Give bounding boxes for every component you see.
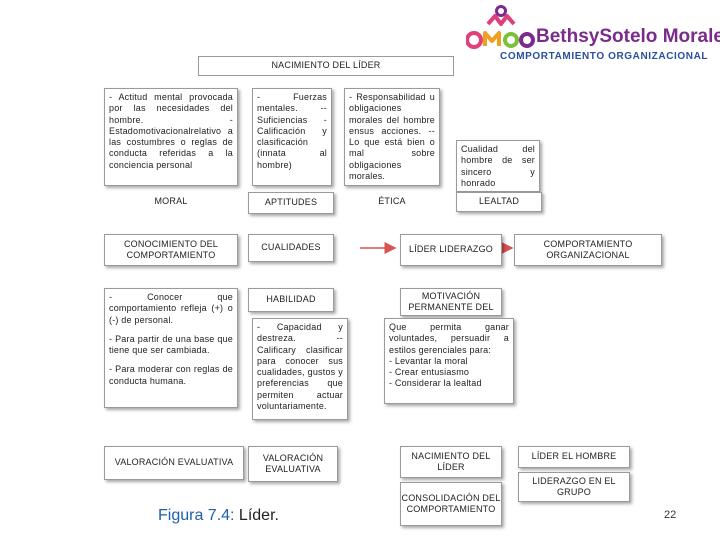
lealtad-description: Cualidad del hombre de ser sincero y hon… — [456, 140, 540, 192]
lider-hombre-box: LÍDER EL HOMBRE — [518, 446, 630, 468]
habilidad-box: HABILIDAD — [248, 288, 334, 312]
brand-name-part2: Sotelo Morales — [599, 26, 720, 47]
motivacion-description: Que permita ganar voluntades, persuadir … — [384, 318, 514, 404]
lider-liderazgo-box: LÍDER LIDERAZGO — [400, 234, 502, 266]
aptitudes-box: APTITUDES — [248, 192, 334, 214]
conocimiento-list-item: - Para partir de una base que tiene que … — [109, 333, 233, 355]
aptitudes-description: - Fuerzas mentales. --Suficiencias - Cal… — [252, 88, 332, 186]
liderazgo-grupo-box: LIDERAZGO EN EL GRUPO — [518, 472, 630, 502]
diagram-title: NACIMIENTO DEL LÍDER — [198, 56, 454, 76]
motivacion-box: MOTIVACIÓN PERMANENTE DEL — [400, 288, 502, 316]
etica-label: ÉTICA — [378, 196, 406, 207]
brand-subtitle: COMPORTAMIENTO ORGANIZACIONAL — [500, 51, 709, 62]
comportamiento-org-box: COMPORTAMIENTO ORGANIZACIONAL — [514, 234, 662, 266]
conocimiento-list-item: - Para moderar con reglas de conducta hu… — [109, 364, 233, 386]
conocimiento-list-item: - Conocer que comportamiento refleja (+)… — [109, 292, 233, 325]
habilidad-description: - Capacidad y destreza. --Calificary cla… — [252, 318, 348, 420]
cualidades-box: CUALIDADES — [248, 234, 334, 262]
motivacion-item: - Crear entusiasmo — [389, 367, 470, 377]
brand-name-part1: Bethsy — [536, 26, 600, 47]
motivacion-intro: Que permita ganar voluntades, persuadir … — [389, 322, 509, 355]
diagram-title-text: NACIMIENTO DEL LÍDER — [271, 60, 381, 71]
figure-caption-label: Figura 7.4: — [158, 507, 235, 524]
nacimiento-lider-box: NACIMIENTO DEL LÍDER — [400, 446, 502, 478]
motivacion-item: - Levantar la moral — [389, 355, 468, 366]
motivacion-item: - Considerar la lealtad — [389, 378, 482, 389]
lealtad-box: LEALTAD — [456, 192, 542, 212]
figure-caption-text: Líder. — [234, 507, 279, 524]
consolidacion-box: CONSOLIDACIÓN DEL COMPORTAMIENTO — [400, 482, 502, 526]
moral-label: MORAL — [154, 196, 188, 207]
moral-description: - Actitud mental provocada por las neces… — [104, 88, 238, 186]
figure-caption: Figura 7.4: Líder. — [158, 507, 279, 525]
etica-description: - Responsabilidad u obligaciones morales… — [344, 88, 440, 186]
valoracion-box-2: VALORACIÓN EVALUATIVA — [248, 446, 338, 482]
brand-name: BethsySotelo Morales — [536, 26, 720, 48]
conocimiento-box: CONOCIMIENTO DEL COMPORTAMIENTO — [104, 234, 238, 266]
brand-logo-icon — [466, 5, 535, 49]
page-number: 22 — [664, 509, 677, 521]
valoracion-box-1: VALORACIÓN EVALUATIVA — [104, 446, 244, 480]
conocimiento-list: - Conocer que comportamiento refleja (+)… — [104, 288, 238, 408]
